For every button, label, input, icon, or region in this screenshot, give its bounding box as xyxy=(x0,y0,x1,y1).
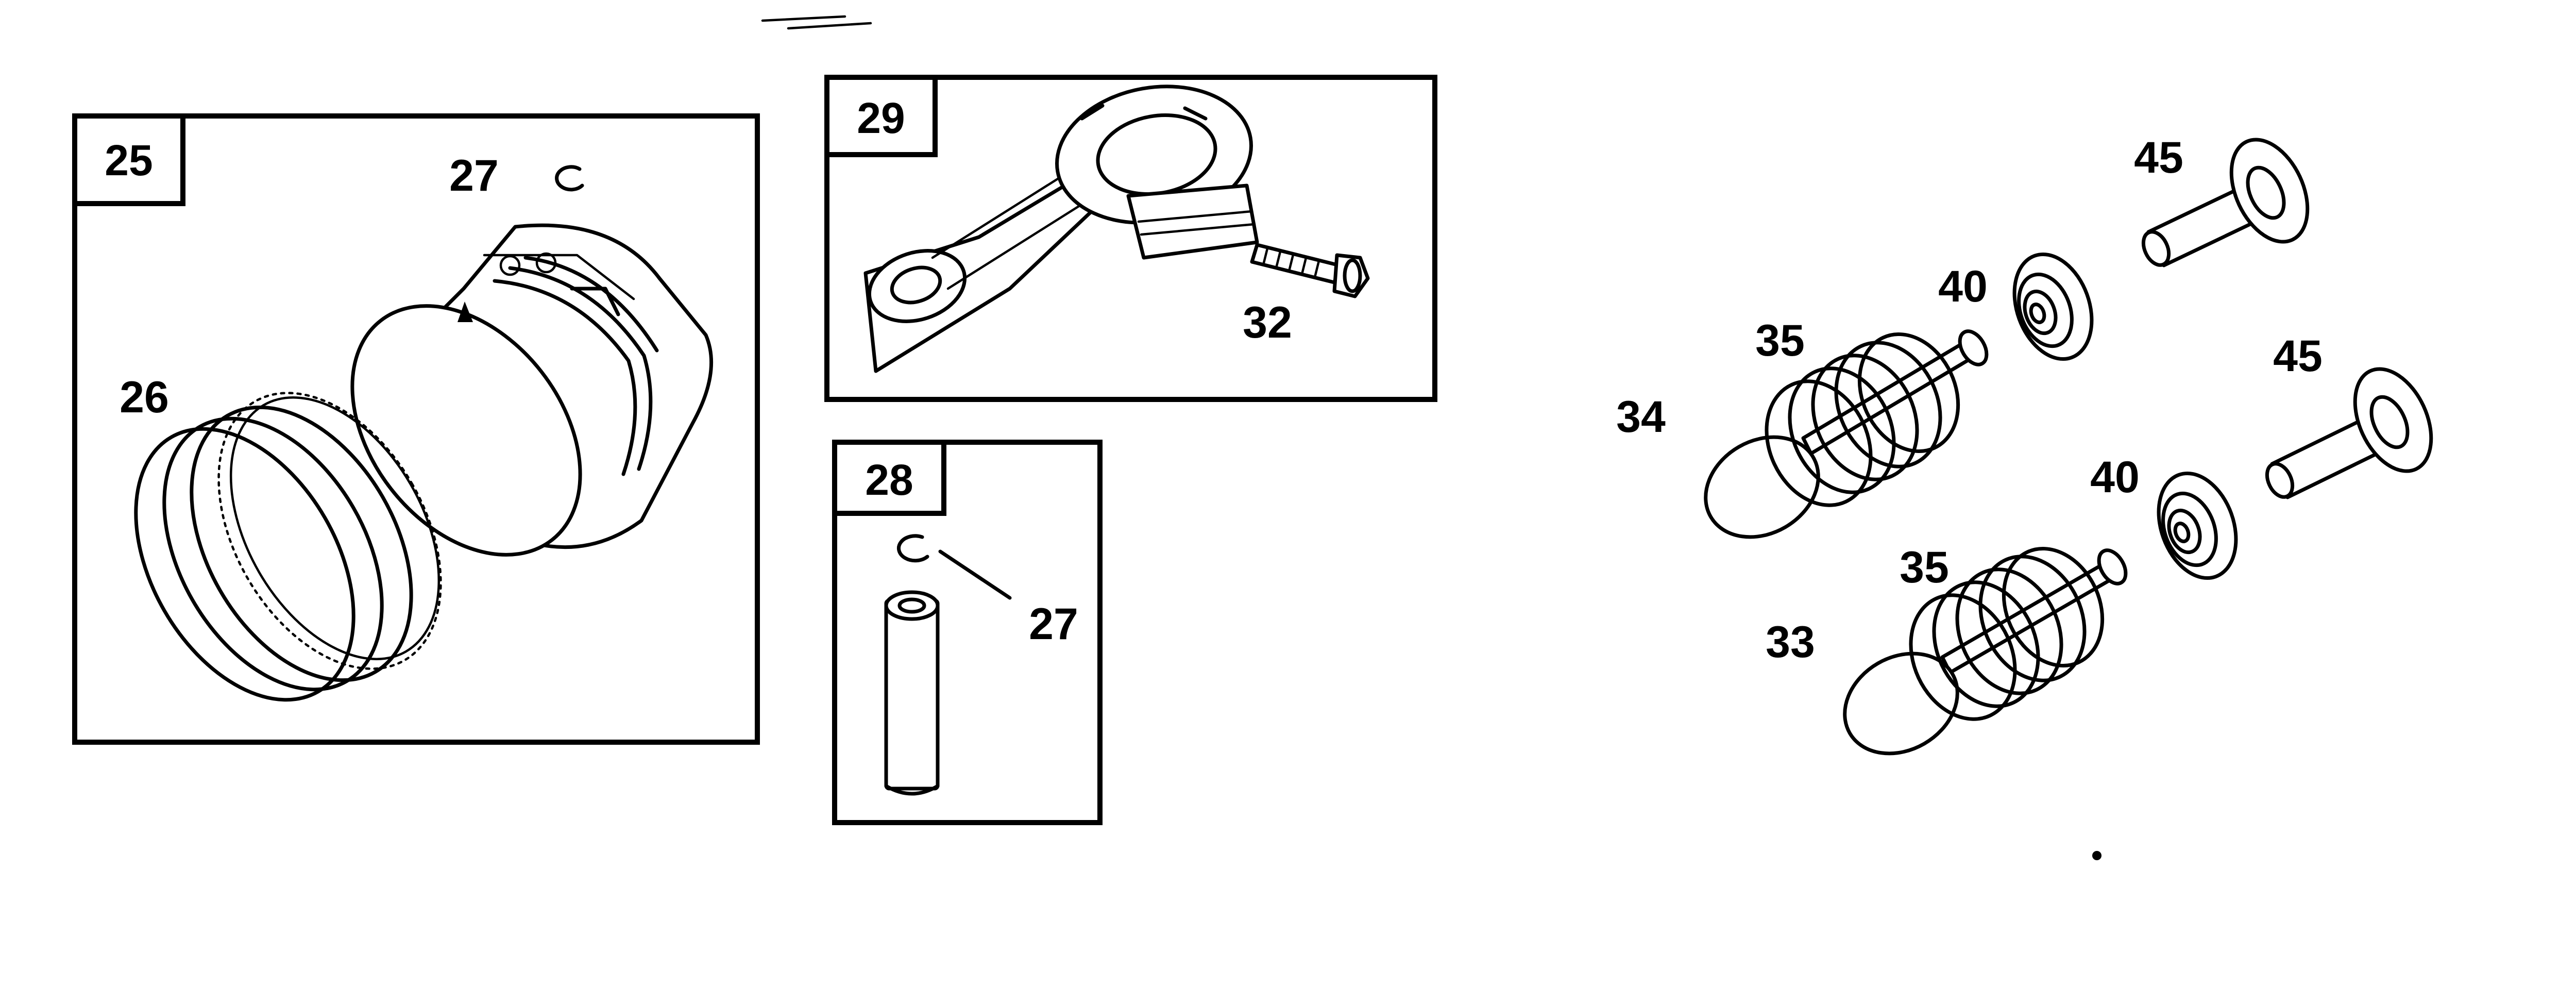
label-26: 26 xyxy=(120,373,169,422)
label-45-lower: 45 xyxy=(2273,331,2323,381)
label-35-lower: 35 xyxy=(1900,543,1949,592)
piston-drawing xyxy=(350,223,714,557)
connecting-rod-drawing xyxy=(863,85,1259,373)
speck xyxy=(2092,851,2102,860)
valve-train: 34 35 40 45 35 33 40 45 xyxy=(1616,133,2433,756)
label-32: 32 xyxy=(1243,298,1292,347)
box-label-29: 29 xyxy=(857,94,905,142)
scan-smudge xyxy=(761,15,872,30)
piston-assembly-box: 25 27 26 xyxy=(72,113,760,745)
box-label-25: 25 xyxy=(105,136,152,185)
connecting-rod-box: 29 32 xyxy=(824,75,1437,402)
label-33: 33 xyxy=(1766,617,1815,667)
piston-pin-drawing xyxy=(884,590,940,796)
label-45-upper: 45 xyxy=(2134,133,2183,182)
label-35-upper: 35 xyxy=(1755,316,1805,365)
box-label-28: 28 xyxy=(865,456,913,504)
piston-rings-drawing xyxy=(134,392,442,702)
retainer-upper-drawing xyxy=(2012,252,2094,361)
guide-lower-drawing xyxy=(2265,367,2433,499)
pin-lock-icon-2 xyxy=(896,534,929,563)
label-40-upper: 40 xyxy=(1938,262,1988,311)
label-27-top: 27 xyxy=(449,151,499,200)
rod-bolt-drawing xyxy=(1250,243,1370,298)
label-27-side: 27 xyxy=(1029,599,1078,649)
retainer-lower-drawing xyxy=(2157,471,2238,580)
label-34: 34 xyxy=(1616,392,1666,442)
guide-upper-drawing xyxy=(2141,138,2310,267)
label-40-lower: 40 xyxy=(2090,453,2140,502)
leader-line-27 xyxy=(938,549,1012,600)
piston-pin-box: 28 27 xyxy=(832,440,1103,825)
spring-lower-drawing xyxy=(1909,546,2105,721)
spring-upper-drawing xyxy=(1765,332,1960,507)
exhaust-valve-drawing xyxy=(1704,329,1989,539)
pin-lock-icon xyxy=(555,165,584,192)
